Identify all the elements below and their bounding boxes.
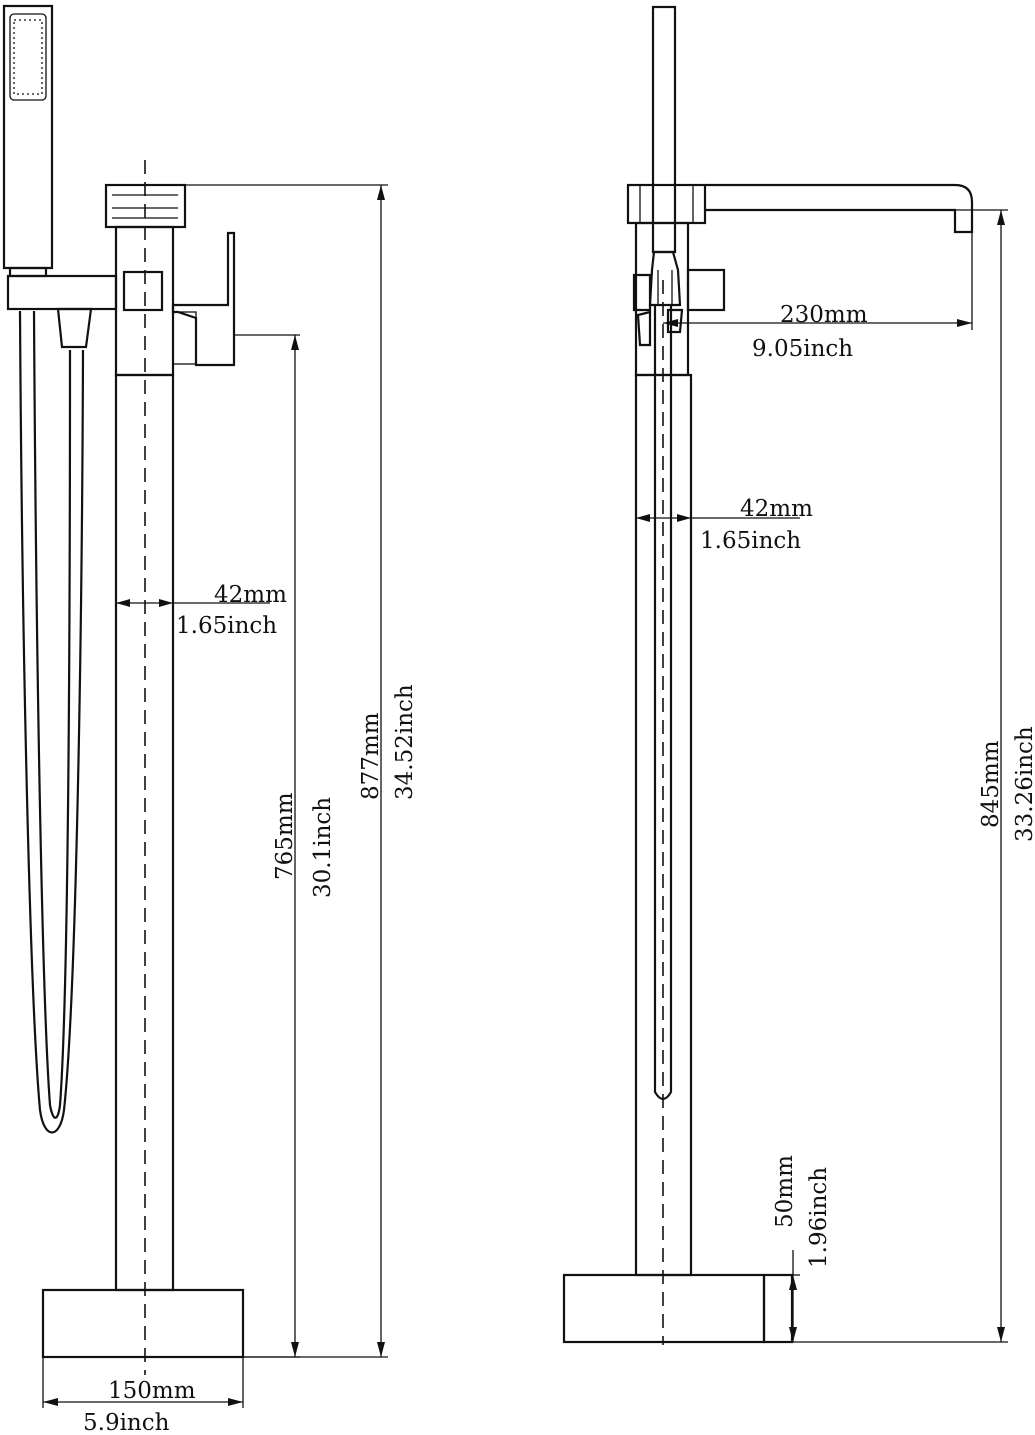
spout-reach-mm-label: 230mm [780, 302, 868, 328]
spout-height-inch-label: 30.1inch [310, 797, 336, 898]
dim-tube-width-left: 42mm 1.65inch [116, 582, 287, 639]
spout-reach-inch-label: 9.05inch [752, 336, 853, 362]
total-height-inch-label: 34.52inch [392, 684, 418, 800]
spout-height-right-mm-label: 845mm [978, 740, 1004, 828]
floor-base-right [562, 1273, 766, 1344]
mixer-lever [171, 231, 236, 367]
dim-spout-height-right: 845mm 33.26inch [792, 209, 1035, 1343]
tube-width-mm-label: 42mm [214, 582, 287, 608]
spout-arm [705, 183, 974, 234]
shower-hose [18, 310, 85, 1134]
dim-spout-reach: 230mm 9.05inch [663, 232, 973, 362]
shower-wand [651, 5, 677, 254]
base-width-inch-label: 5.9inch [83, 1410, 170, 1435]
dim-base-width: 150mm 5.9inch [42, 1357, 244, 1435]
spout-height-mm-label: 765mm [272, 792, 298, 880]
shower-clip [648, 250, 682, 307]
dim-base-height: 50mm 1.96inch [772, 1155, 832, 1342]
valve-square [122, 270, 164, 312]
base-height-inch-label: 1.96inch [806, 1167, 832, 1268]
hose-connector [56, 307, 93, 349]
dim-tube-width-right: 42mm 1.65inch [636, 496, 813, 554]
floor-base [41, 1288, 245, 1359]
base-width-mm-label: 150mm [108, 1378, 196, 1404]
hand-shower [2, 4, 54, 278]
tube-width-right-mm-label: 42mm [740, 496, 813, 522]
right-view: 230mm 9.05inch 42mm 1.65inch 845mm 33.26… [562, 5, 1035, 1345]
dim-spout-height-left: 765mm 30.1inch [234, 334, 336, 1358]
dim-total-height-left: 877mm 34.52inch [185, 184, 418, 1358]
spout-height-right-inch-label: 33.26inch [1012, 726, 1035, 842]
shower-holder [6, 274, 118, 311]
tube-width-right-inch-label: 1.65inch [700, 528, 801, 554]
left-view: 42mm 1.65inch 765mm 30.1inch 877mm 34.52… [2, 4, 418, 1435]
tube-width-inch-label: 1.65inch [176, 613, 277, 639]
base-height-mm-label: 50mm [772, 1155, 798, 1228]
total-height-mm-label: 877mm [358, 712, 384, 800]
